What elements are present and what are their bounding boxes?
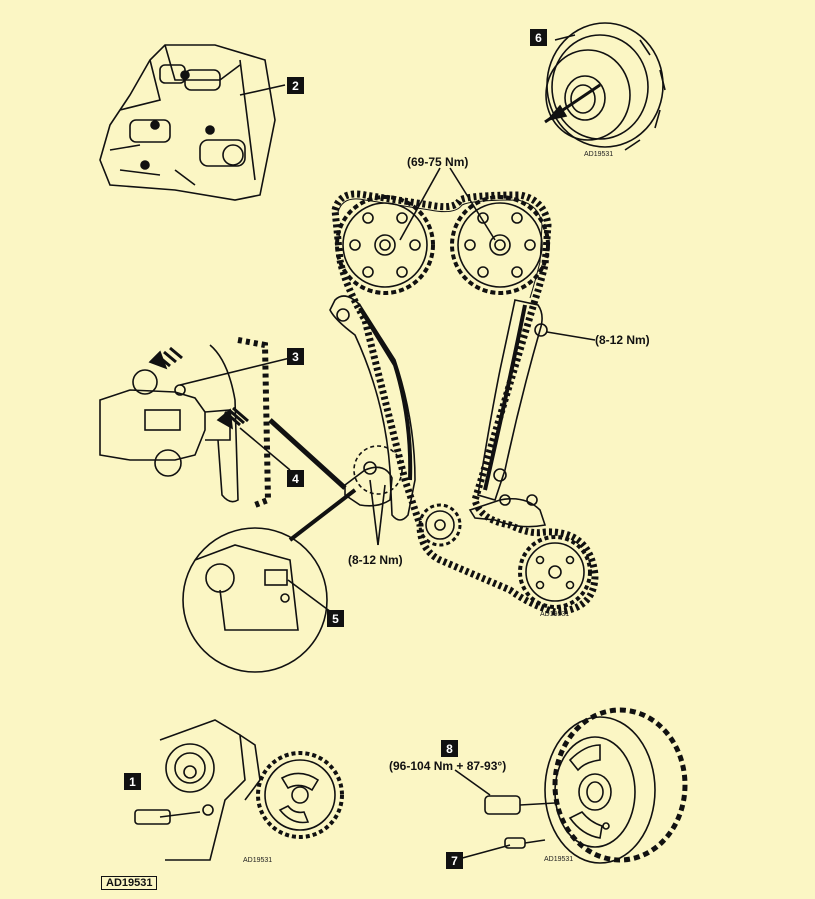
fixed-guide-torque-label: (8-12 Nm) [595,333,650,347]
camshaft-torque-label: (69-75 Nm) [407,155,469,169]
camshaft-housing-illustration [99,44,286,201]
tensioner-rail-torque-label: (8-12 Nm) [348,553,403,567]
callout-8-badge: 8 [441,740,458,757]
timing-chain-assembly [329,167,599,616]
callout-5-badge: 5 [327,610,344,627]
lock-tool-figure-reference: AD19531 [243,857,273,864]
tensioner-lock-detail-illustration [182,488,357,673]
chain-figure-reference: AD19531 [540,611,570,618]
callout-6-badge: 6 [530,29,547,46]
camshaft-vvt-sprocket-illustration [544,22,666,151]
main-figure-reference: AD19531 [101,876,158,890]
tensioner-detail-illustration [99,337,347,508]
crankshaft-locking-tool-illustration [134,719,344,861]
callout-7-badge: 7 [446,852,463,869]
callout-2-badge: 2 [287,77,304,94]
callout-4-badge: 4 [287,470,304,487]
callout-1-badge: 1 [124,773,141,790]
crankshaft-pulley-illustration [454,707,688,864]
vvt-figure-reference: AD19531 [584,151,614,158]
callout-3-badge: 3 [287,348,304,365]
pulley-figure-reference: AD19531 [544,856,574,863]
crank-pulley-torque-label: (96-104 Nm + 87-93°) [389,759,507,773]
